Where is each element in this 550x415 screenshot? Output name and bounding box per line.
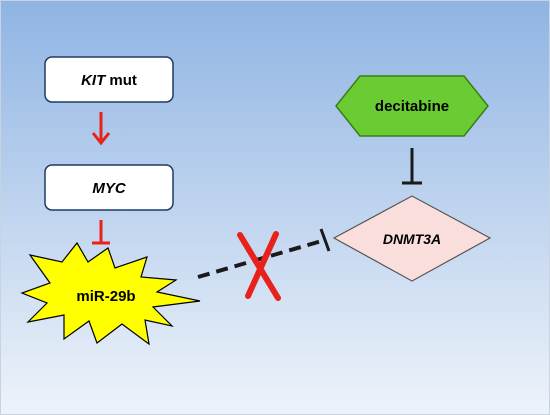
myc-node: MYC xyxy=(44,164,174,211)
dnmt3a-diamond xyxy=(332,195,492,282)
decitabine-node: decitabine xyxy=(335,75,489,137)
kit-mut-box xyxy=(44,56,174,103)
activation-arrow-kit-to-myc xyxy=(91,112,111,146)
decitabine-label: decitabine xyxy=(375,98,449,115)
myc-box xyxy=(44,164,174,211)
myc-label: MYC xyxy=(92,180,127,197)
mir29b-node: miR-29b xyxy=(20,241,201,346)
blocked-inhibition-mir29b-to-dnmt3a xyxy=(197,228,331,279)
mir29b-label: miR-29b xyxy=(76,288,135,305)
inhibition-bar-myc-to-mir29b xyxy=(92,220,110,245)
dnmt3a-node: DNMT3A xyxy=(332,195,492,282)
mir29b-burst xyxy=(20,241,201,346)
blocked-x-mark xyxy=(237,231,281,301)
kit-mut-label-italic: KIT xyxy=(81,72,107,89)
inhibition-bar-decitabine-to-dnmt3a xyxy=(402,148,422,185)
kit-mut-node: KIT mut xyxy=(44,56,174,103)
dashed-inhibition-line xyxy=(197,238,326,279)
kit-mut-label: KIT mut xyxy=(81,72,137,89)
decitabine-hexagon xyxy=(335,75,489,137)
kit-mut-label-rest: mut xyxy=(105,72,137,89)
dnmt3a-label: DNMT3A xyxy=(383,231,441,247)
inhibition-bar-dnmt3a xyxy=(319,228,331,252)
